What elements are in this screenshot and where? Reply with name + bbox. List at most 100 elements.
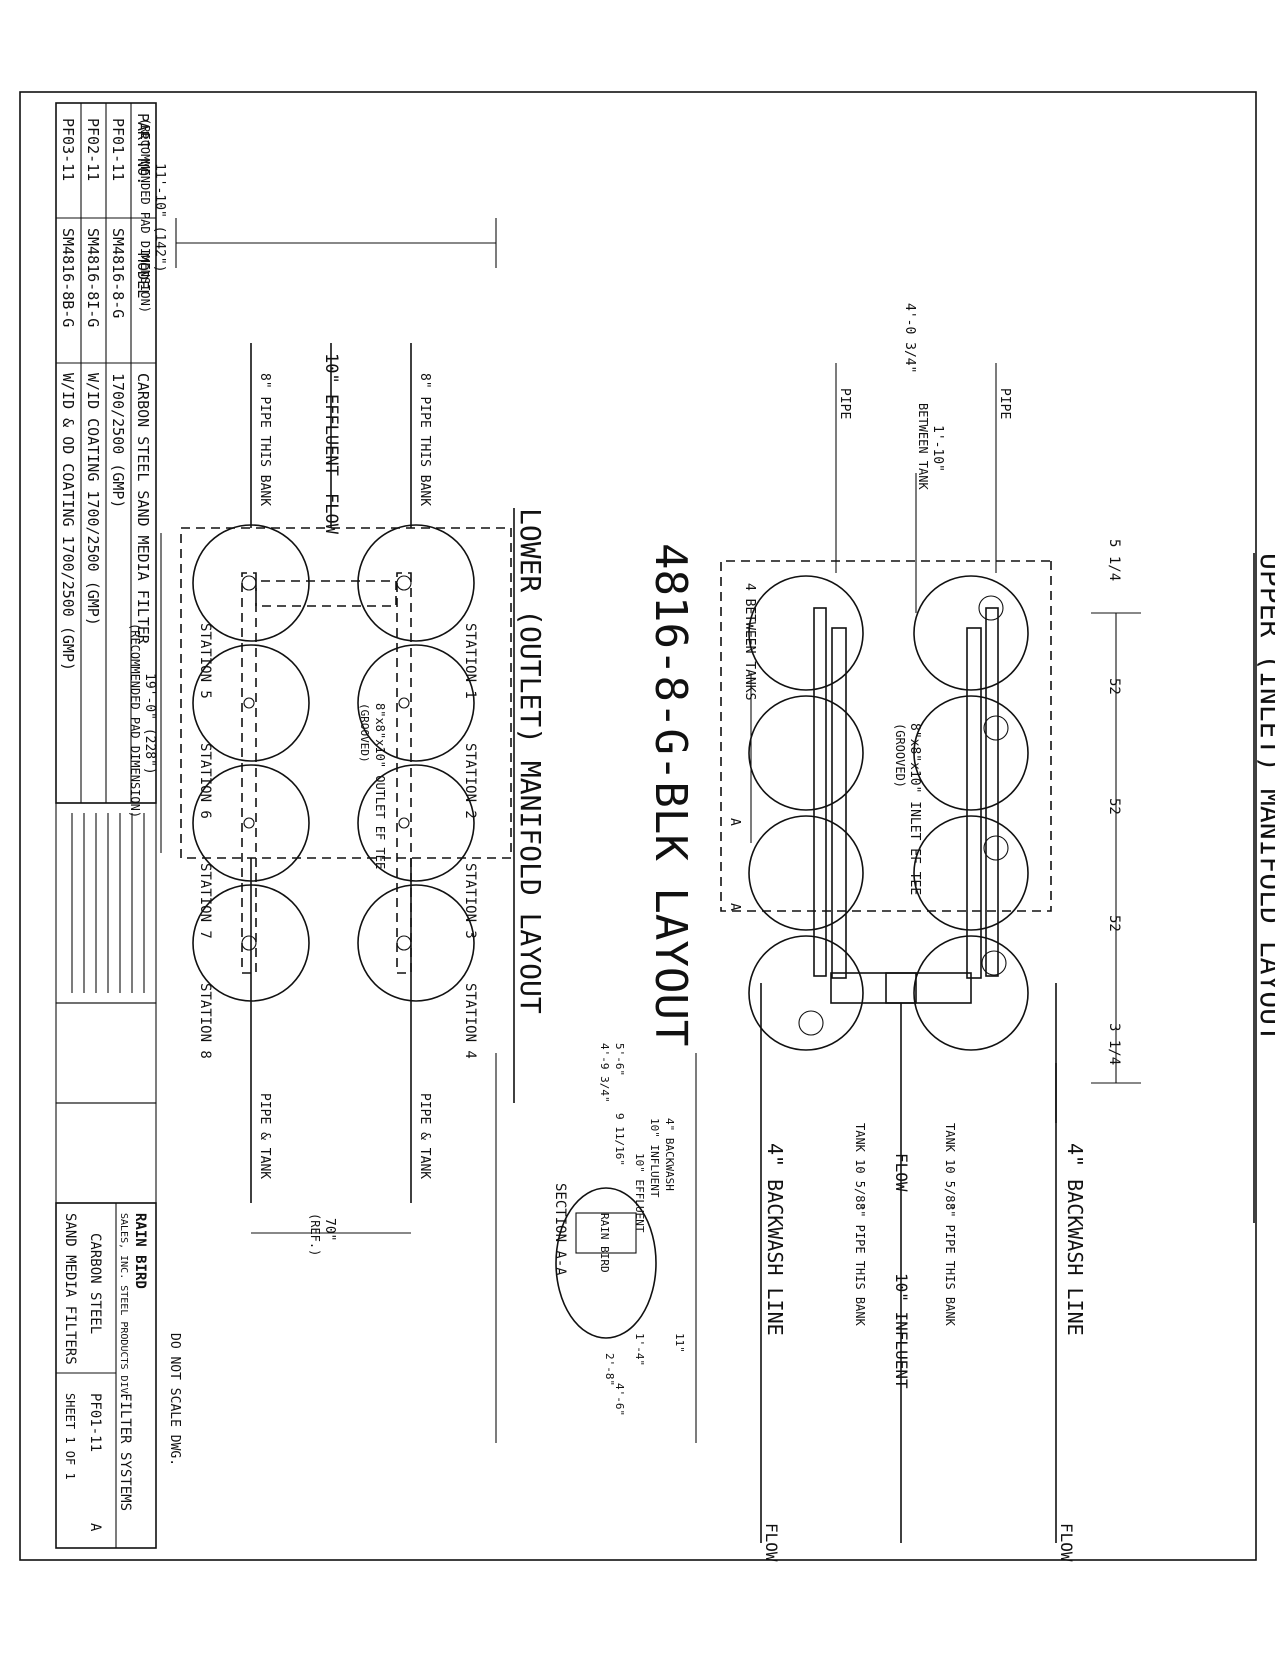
section-dim-1: 5'-6": [613, 1043, 626, 1076]
lower-flow: FLOW: [321, 493, 341, 535]
tank: [913, 935, 1029, 1051]
influent-label: 10" INFLUENT: [892, 1273, 911, 1389]
tank: [357, 644, 475, 762]
tank: [192, 644, 310, 762]
lower-tank-row-a: [357, 524, 475, 1002]
station-5: STATION 5: [197, 623, 213, 699]
parts-table: PART NO. MODEL CARBON STEEL SAND MEDIA F…: [55, 102, 182, 1549]
section-dim-6: 4'-6": [613, 1383, 626, 1416]
pipe-this-bank-b: 8" PIPE THIS BANK: [853, 1203, 867, 1327]
pipe-and-tank-b: PIPE & TANK: [257, 1093, 272, 1179]
title-line-2: SAND MEDIA FILTERS: [62, 1213, 78, 1365]
col-description: CARBON STEEL SAND MEDIA FILTER: [134, 373, 152, 645]
row2-model: SM4816-8I-G: [84, 228, 102, 327]
section-dim-5: 2'-8": [603, 1353, 616, 1386]
backwash-line-a: 4" BACKWASH LINE: [1063, 1143, 1087, 1336]
dim-spacing-3: 52: [1106, 915, 1122, 932]
upper-layout: UPPER (INLET) MANIFOLD LAYOUT: [720, 303, 1275, 1562]
title-block: [55, 1202, 157, 1549]
outlet-tee: [255, 580, 397, 607]
part-number: PF01-11: [87, 1393, 103, 1452]
upper-pipe-label-a: PIPE: [997, 388, 1012, 419]
section-dim-4: 1'-4": [633, 1333, 646, 1366]
row2-part: PF02-11: [84, 118, 102, 181]
tank: [748, 695, 864, 811]
section-backwash: 4" BACKWASH: [663, 1118, 676, 1191]
station-6: STATION 6: [197, 743, 213, 819]
dim-between-tank: 1'-10": [930, 425, 945, 472]
tank: [357, 884, 475, 1002]
section-brand: RAIN BIRD: [598, 1213, 611, 1273]
do-not-scale: DO NOT SCALE DWG.: [167, 1333, 182, 1466]
section-influent: 10" INFLUENT: [648, 1118, 661, 1198]
company-sub: SALES, INC. STEEL PRODUCTS DIV.: [118, 1213, 129, 1400]
row1-model: SM4816-8-G: [109, 228, 127, 318]
station-2: STATION 2: [462, 743, 478, 819]
effluent-label: 10" EFFLUENT: [321, 353, 341, 476]
section-title: SECTION A-A: [552, 1183, 568, 1276]
inlet-tee-label: 8"x8"x10" INLET EF TEE: [907, 723, 922, 895]
tank-dim-b: TANK 10 5/8": [853, 1123, 867, 1210]
upper-pad-outline: [720, 560, 1052, 912]
notes-block: [55, 802, 157, 1004]
station-3: STATION 3: [462, 863, 478, 939]
company-logo: RAIN BIRD: [132, 1213, 148, 1289]
section-effluent: 10" EFFLUENT: [633, 1153, 646, 1233]
dim-between-tank-sub: BETWEEN TANK: [916, 403, 930, 490]
section-tank: [555, 1187, 657, 1339]
dim-spacing-2: 52: [1106, 798, 1122, 815]
pad-length: 19'-0" (228"): [142, 673, 157, 775]
pad-length-sub: (RECOMMENDED PAD DIMENSION): [128, 623, 142, 818]
section-dim-2: 4'-9 3/4": [598, 1043, 611, 1103]
main-title: 4816-8-G-BLK LAYOUT: [645, 543, 696, 1046]
title-line-1: CARBON STEEL: [87, 1233, 103, 1334]
sheet-border: [19, 91, 1257, 1561]
inlet-header-a: [966, 627, 982, 979]
pipe-this-bank-a: 8" PIPE THIS BANK: [943, 1203, 957, 1327]
station-8: STATION 8: [197, 983, 213, 1059]
upper-title: UPPER (INLET) MANIFOLD LAYOUT: [1254, 553, 1275, 1042]
station-4: STATION 4: [462, 983, 478, 1059]
tank-dim-a: TANK 10 5/8": [943, 1123, 957, 1210]
row3-desc: W/ID & OD COATING 1700/2500 (GMP): [59, 373, 77, 671]
ref-sub: (REF.): [308, 1213, 322, 1256]
tolerance-block: [55, 1002, 157, 1104]
dim-left: 5 1/4: [1106, 539, 1122, 581]
section-dim-7: 11": [673, 1333, 686, 1353]
row1-part: PF01-11: [109, 118, 127, 181]
revision: A: [87, 1523, 103, 1532]
col-model: MODEL: [134, 253, 152, 298]
outlet-header-b: [241, 572, 257, 974]
tank: [913, 815, 1029, 931]
inlet-tee: [830, 972, 972, 1004]
backwash-header-a: [985, 607, 999, 977]
tank: [913, 695, 1029, 811]
tank: [357, 524, 475, 642]
flow-b: FLOW: [892, 1153, 911, 1192]
tank: [357, 764, 475, 882]
upper-tank-row-b: [748, 575, 864, 1051]
pad-width-sub: (RECOMMENDED PAD DIMENSION): [138, 118, 152, 313]
tank: [748, 935, 864, 1051]
section-dim-3: 9 11/16": [613, 1113, 626, 1166]
section-marker-a1: A: [727, 903, 742, 911]
row3-part: PF03-11: [59, 118, 77, 181]
approval-block: [55, 1102, 157, 1204]
row2-desc: W/ID COATING 1700/2500 (GMP): [84, 373, 102, 626]
col-part-no: PART NO.: [134, 113, 152, 185]
flow-a: FLOW: [1057, 1523, 1076, 1562]
inlet-header-b: [831, 627, 847, 979]
tank: [748, 815, 864, 931]
pipe-and-tank-a: PIPE & TANK: [417, 1093, 432, 1179]
between-tanks: 4 BETWEEN TANKS: [742, 583, 757, 700]
dim-spacing-1: 52: [1106, 678, 1122, 695]
lower-pad-outline: [180, 527, 512, 859]
tank: [748, 575, 864, 691]
lower-pipe-this-bank-a: 8" PIPE THIS BANK: [417, 373, 432, 506]
inlet-tee-sub: (GROOVED): [893, 723, 907, 788]
project-name: FILTER SYSTEMS: [117, 1393, 133, 1511]
lower-layout: LOWER (OUTLET) MANIFOLD LAYOUT: [128, 118, 547, 1256]
section-marker-a2: A: [727, 818, 742, 826]
upper-pipe-label-b: PIPE: [837, 388, 852, 419]
